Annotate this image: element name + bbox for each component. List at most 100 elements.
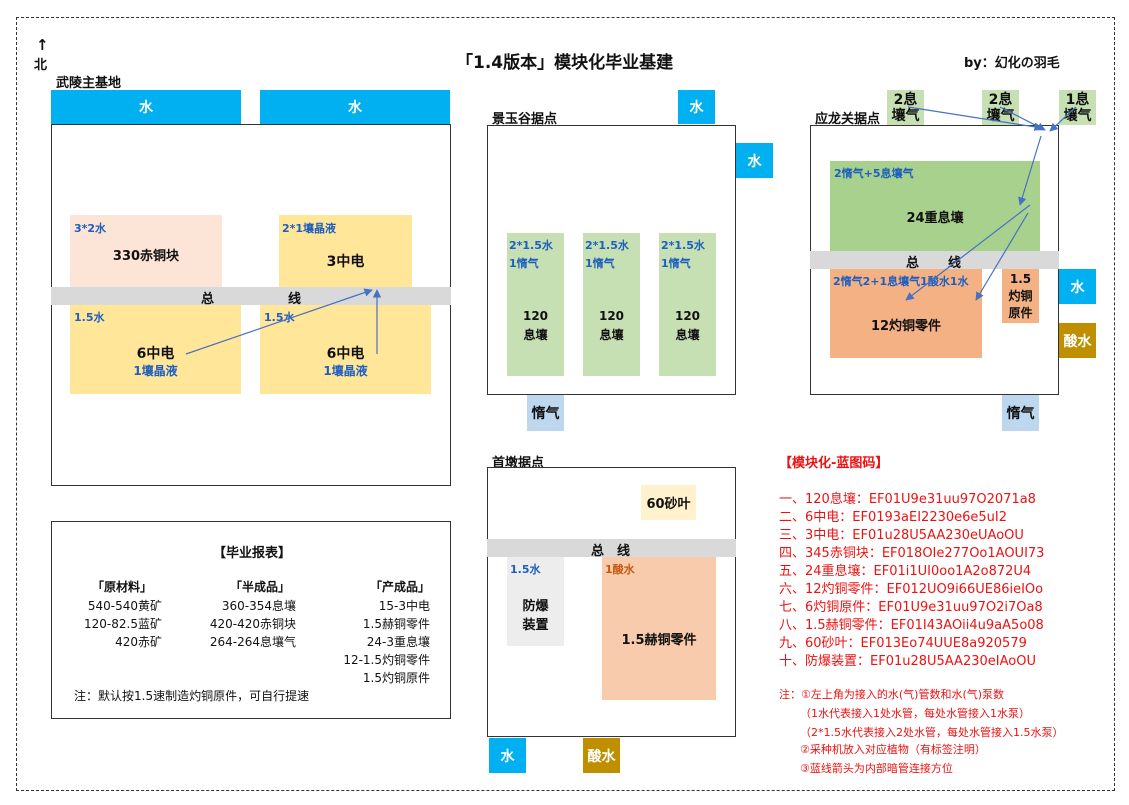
- wuling-m2-label: 3中电: [326, 254, 365, 270]
- blueprint-note-2: （1水代表接入1处水管，每处水管接入1水泵）: [800, 707, 1030, 720]
- jingyu-c2-l1: 120: [598, 309, 625, 323]
- yinglong-arrow-5: [905, 204, 1031, 301]
- jingyu-c1-l1: 120: [522, 309, 549, 323]
- wuling-arrow-1: [185, 288, 373, 355]
- report-header-final: 「产成品」: [370, 580, 431, 594]
- yinglong-arrow-1: [907, 106, 1043, 131]
- jingyu-water-right: 水: [736, 143, 773, 178]
- shoudun-acid-port: 酸水: [583, 738, 620, 773]
- blueprint-code-9[interactable]: 九、60砂叶：EF013Eo74UUE8a920579: [779, 636, 1027, 651]
- wuling-bus-char-1: 总: [201, 292, 215, 307]
- report-header-raw: 「原材料」: [92, 580, 153, 594]
- jingyu-c2-note1: 2*1.5水: [585, 239, 629, 252]
- wuling-water-port-2: 水: [260, 90, 450, 124]
- jingyu-c3-note2: 1惰气: [661, 257, 691, 270]
- blueprint-code-4[interactable]: 四、345赤铜块：EF018OIe277Oo1AOUI73: [779, 546, 1045, 561]
- yinglong-title: 应龙关据点: [815, 112, 881, 127]
- wuling-m1-label: 330赤铜块: [112, 249, 180, 264]
- report-raw-1: 540-540黄矿: [87, 599, 162, 613]
- yinglong-green-note: 2惰气+5息壤气: [834, 167, 914, 180]
- report-note: 注：默认按1.5速制造灼铜原件，可自行提速: [74, 689, 310, 703]
- jingyu-c1-note1: 2*1.5水: [509, 239, 553, 252]
- report-final-1: 15-3中电: [378, 599, 430, 613]
- shoudun-main-bus: 总 线: [487, 539, 736, 559]
- yinglong-small-l1: 1.5: [1009, 272, 1032, 286]
- north-arrow-icon: ↑: [36, 36, 49, 54]
- blueprint-code-3[interactable]: 三、3中电：EF01u28U5AA230eUAoOU: [779, 528, 1024, 543]
- yinglong-green-label: 24重息壤: [906, 211, 964, 226]
- report-raw-2: 120-82.5蓝矿: [84, 617, 162, 631]
- shoudun-orange-note: 1酸水: [605, 563, 635, 576]
- wuling-m3-label: 6中电: [136, 346, 175, 362]
- blueprint-note-3: （2*1.5水代表接入2处水管，每处水管接入1.5水泵）: [800, 726, 1064, 739]
- yinglong-arrow-3: [1049, 106, 1077, 132]
- wuling-m3-sub: 1壤晶液: [133, 364, 178, 378]
- jingyu-soil-module-2: 2*1.5水 1惰气 120 息壤: [583, 233, 640, 376]
- shoudun-he-copper-parts-module: 1酸水 1.5赫铜零件: [602, 557, 716, 700]
- report-final-5: 1.5灼铜原件: [362, 671, 430, 685]
- report-header-semi: 「半成品」: [230, 580, 291, 594]
- blueprint-note-5: ③蓝线箭头为内部暗管连接方位: [800, 762, 953, 775]
- yinglong-arrow-4: [1018, 135, 1042, 206]
- jingyu-inert-gas-port: 惰气: [527, 395, 564, 431]
- shoudun-bus-char-2: 线: [617, 544, 631, 559]
- blueprint-code-7[interactable]: 七、6灼铜原件：EF01U9e31uu97O2i7Oa8: [779, 600, 1043, 615]
- shoudun-explosion-proof-module: 1.5水 防爆 装置: [507, 557, 564, 646]
- report-title: 【毕业报表】: [212, 546, 291, 561]
- yinglong-water-port: 水: [1059, 269, 1096, 304]
- wuling-m4-label: 6中电: [326, 346, 365, 362]
- blueprint-code-10[interactable]: 十、防爆装置：EF01u28U5AA230eIAoOU: [779, 654, 1036, 669]
- blueprint-code-1[interactable]: 一、120息壤：EF01U9e31uu97O2071a8: [779, 492, 1036, 507]
- jingyu-soil-module-3: 2*1.5水 1惰气 120 息壤: [659, 233, 716, 376]
- shoudun-grey-l2: 装置: [522, 618, 549, 633]
- wuling-water-port-1: 水: [51, 90, 241, 124]
- jingyu-c3-l1: 120: [674, 309, 701, 323]
- jingyu-c2-note2: 1惰气: [585, 257, 615, 270]
- yinglong-acid-port: 酸水: [1059, 323, 1096, 358]
- report-semi-1: 360-354息壤: [221, 599, 296, 613]
- jingyu-c3-l2: 息壤: [675, 328, 700, 342]
- wuling-bus-char-2: 线: [288, 292, 302, 307]
- page-title: 「1.4版本」模块化毕业基建: [456, 53, 674, 73]
- report-semi-2: 420-420赤铜块: [209, 617, 296, 631]
- yinglong-burnt-copper-parts-module: 2惰气2+1息壤气1酸水1水 12灼铜零件: [830, 269, 982, 358]
- jingyu-c1-note2: 1惰气: [509, 257, 539, 270]
- wuling-module-copper-block: 3*2水 330赤铜块: [70, 215, 222, 287]
- shoudun-sand-leaf-module: 60砂叶: [641, 485, 696, 520]
- wuling-m2-note: 2*1壤晶液: [282, 222, 337, 235]
- yinglong-orange-label: 12灼铜零件: [870, 319, 942, 334]
- wuling-module-6-power-right: 1.5水 6中电 1壤晶液: [260, 305, 431, 394]
- page-frame: [16, 17, 1115, 791]
- blueprint-title: 【模块化-蓝图码】: [779, 456, 889, 471]
- report-semi-3: 264-264息壤气: [209, 635, 296, 649]
- jingyu-c3-note1: 2*1.5水: [661, 239, 705, 252]
- shoudun-orange-label: 1.5赫铜零件: [621, 633, 697, 648]
- wuling-m1-note: 3*2水: [74, 222, 107, 235]
- yinglong-arrow-6: [975, 212, 1029, 301]
- blueprint-code-5[interactable]: 五、24重息壤：EF01i1UI0oo1A2o872U4: [779, 564, 1032, 579]
- yinglong-small-l3: 原件: [1008, 306, 1033, 320]
- yinglong-arrow-2: [999, 106, 1046, 131]
- report-final-2: 1.5赫铜零件: [362, 617, 430, 631]
- blueprint-code-6[interactable]: 六、12灼铜零件：EF012UO9i66UE86ieIOo: [779, 582, 1044, 597]
- graduation-report-panel: 【毕业报表】 「原材料」 「半成品」 「产成品」 540-540黄矿 120-8…: [51, 521, 451, 719]
- report-raw-3: 420赤矿: [115, 635, 162, 649]
- yinglong-gas-port-3-l1: 1息: [1065, 91, 1090, 108]
- shoudun-grey-l1: 防爆: [522, 599, 549, 614]
- author-label: by：幻化の羽毛: [964, 56, 1060, 71]
- wuling-m4-sub: 1壤晶液: [323, 364, 368, 378]
- wuling-main-bus: 总 线: [51, 287, 451, 307]
- report-final-4: 12-1.5灼铜零件: [343, 653, 430, 667]
- blueprint-code-2[interactable]: 二、6中电：EF0193aEI2230e6e5uI2: [779, 510, 1008, 525]
- wuling-m4-note: 1.5水: [264, 311, 295, 324]
- blueprint-code-8[interactable]: 八、1.5赫铜零件：EF01I43AOii4u9aA5o08: [779, 618, 1044, 633]
- jingyu-c2-l2: 息壤: [599, 328, 624, 342]
- shoudun-grey-note: 1.5水: [510, 563, 541, 576]
- yinglong-burnt-copper-raw-module: 1.5 灼铜 原件: [1002, 269, 1039, 323]
- jingyu-c1-l2: 息壤: [523, 328, 548, 342]
- north-label: 北: [34, 58, 48, 73]
- wuling-title: 武陵主基地: [56, 76, 122, 91]
- yinglong-gas-port-2-l1: 2息: [988, 91, 1013, 108]
- wuling-module-3-power: 2*1壤晶液 3中电: [279, 215, 412, 287]
